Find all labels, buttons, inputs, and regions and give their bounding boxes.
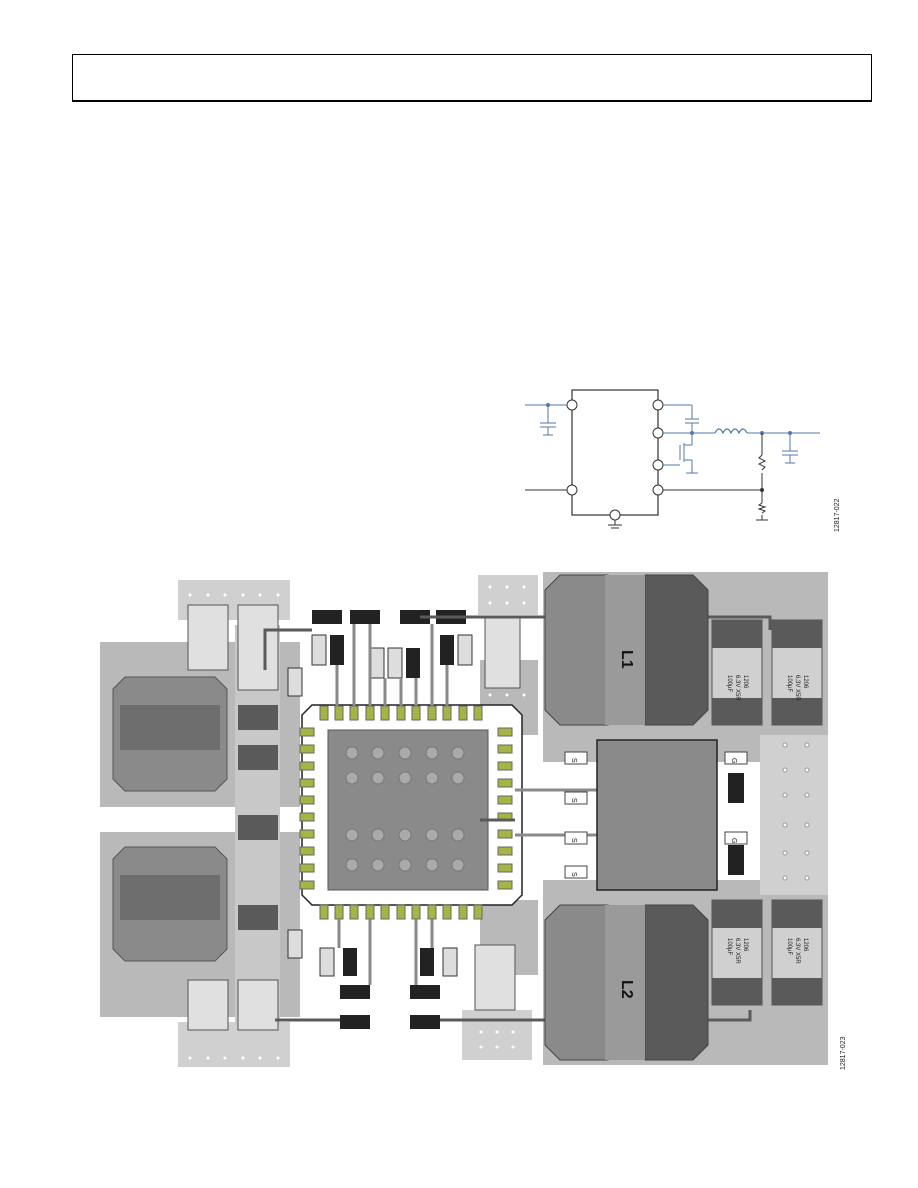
ic-box (571, 389, 659, 516)
pin-bst (652, 399, 664, 411)
inductor-l2-label: L2 (618, 980, 635, 999)
inductor-l1-left-half (544, 574, 609, 726)
header-box (72, 54, 872, 102)
mosfet-pin-label: S (570, 798, 577, 803)
mosfet-pin-label: S (570, 872, 577, 877)
cap-label: 1206 (802, 938, 808, 952)
cap-label: 100µF (726, 938, 732, 955)
cap-label: 6.3V X5R (734, 675, 740, 701)
mosfet-pin-label: G (730, 838, 737, 843)
pin-en (566, 484, 578, 496)
cap-label: 100µF (786, 938, 792, 955)
layout-figure-id: 12817-023 (840, 1036, 847, 1070)
mosfet-pin-label: S (570, 758, 577, 763)
mosfet-package (596, 739, 718, 891)
pin-sw (652, 427, 664, 439)
pin-pgnd (652, 459, 664, 471)
inductor-l2-right-half (644, 904, 709, 1061)
buck-schematic (525, 389, 820, 529)
pin-vin (566, 399, 578, 411)
cap-label: 6.3V X5R (734, 938, 740, 964)
cap-label: 1206 (742, 675, 748, 689)
cap-label: 1206 (742, 938, 748, 952)
pin-fb (652, 484, 664, 496)
cap-label: 6.3V X5R (794, 675, 800, 701)
cap-label: 1206 (802, 675, 808, 689)
inductor-l1-right-half (644, 574, 709, 726)
schematic-figure-id: 12817-022 (834, 498, 841, 532)
cap-label: 100µF (786, 675, 792, 692)
mosfet-pin-label: G (730, 758, 737, 763)
inductor-l1-label: L1 (618, 650, 635, 669)
inductor-l2-left-half (544, 904, 609, 1061)
cap-label: 100µF (726, 675, 732, 692)
mosfet-pin-label: S (570, 838, 577, 843)
cap-label: 6.3V X5R (794, 938, 800, 964)
pcb-layout: L1 L2 S S S S G G 100µF 6.3V X5R 1206 10… (100, 572, 828, 1067)
pin-gnd (609, 509, 621, 521)
